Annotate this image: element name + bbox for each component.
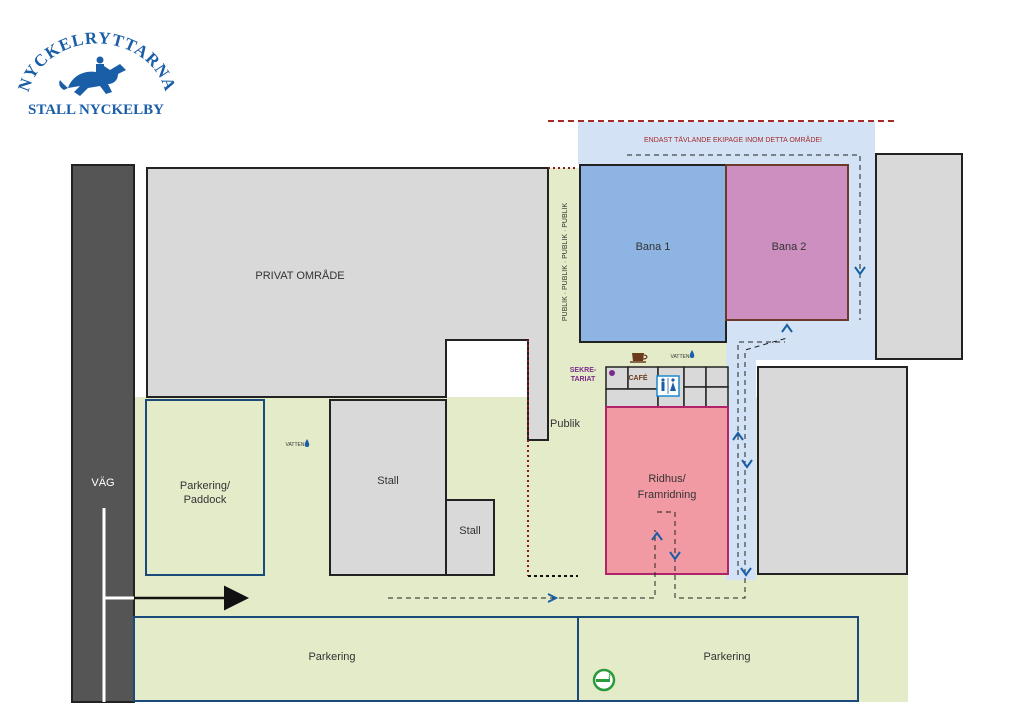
- service-buildings: [605, 366, 729, 408]
- indoor-arena-ridhus: [605, 406, 729, 575]
- water-label-left: VATTEN: [286, 442, 305, 448]
- parking-lot-left: [133, 616, 579, 702]
- restricted-area: [548, 120, 897, 580]
- secretariat-label-2: TARIAT: [571, 376, 596, 383]
- stable-small-label: Stall: [459, 525, 480, 537]
- arena-bana-1-label: Bana 1: [636, 241, 671, 253]
- stable-large-label: Stall: [377, 475, 398, 487]
- parking-lot-right: [577, 616, 859, 702]
- public-label: Publik: [550, 418, 580, 430]
- road-label: VÄG: [91, 477, 114, 489]
- ridhus-label-2: Framridning: [638, 489, 697, 501]
- secretariat-marker-icon: [609, 370, 615, 376]
- private-area-label: PRIVAT OMRÅDE: [255, 269, 344, 282]
- water-drop-icon: [304, 439, 310, 447]
- parking-paddock-label-2: Paddock: [184, 494, 227, 506]
- route-paths: [388, 154, 861, 599]
- smoking-area-icon: [592, 668, 616, 692]
- logo-subtitle: STALL NYCKELBY: [28, 102, 164, 118]
- arena-bana-2-label: Bana 2: [772, 241, 807, 253]
- parking-paddock-label-1: Parkering/: [180, 480, 231, 492]
- stable-small: [445, 499, 495, 576]
- restricted-notice: ENDAST TÄVLANDE EKIPAGE INOM DETTA OMRÅD…: [644, 135, 822, 144]
- parking-lot-left-label: Parkering: [308, 651, 355, 663]
- building-right-top: [875, 153, 963, 360]
- building-right-bottom: [757, 366, 908, 575]
- stable-large: [329, 399, 447, 576]
- road: [71, 164, 135, 703]
- public-vertical-label: PUBLIK · PUBLIK · PUBLIK · PUBLIK: [562, 203, 569, 322]
- secretariat-label-1: SEKRE-: [570, 367, 597, 374]
- coffee-cup-icon: [630, 353, 648, 363]
- water-label-right: VATTEN: [671, 354, 690, 360]
- ridhus-label-1: Ridhus/: [648, 473, 686, 485]
- arena-bana-1: [579, 164, 727, 343]
- cafe-label: CAFÉ: [628, 373, 647, 382]
- parking-lot-right-label: Parkering: [703, 651, 750, 663]
- public-boundary: [527, 167, 578, 576]
- water-drop-icon: [689, 350, 695, 358]
- arena-bana-2: [725, 164, 849, 321]
- nyckelryttarna-logo: NYCKELRYTTARNA STALL NYCKELBY: [14, 28, 179, 118]
- restroom-icon: [656, 375, 680, 397]
- parking-paddock: [145, 399, 265, 576]
- route-arrow-icon: [547, 266, 866, 603]
- horse-jumper-logo-icon: [59, 56, 126, 96]
